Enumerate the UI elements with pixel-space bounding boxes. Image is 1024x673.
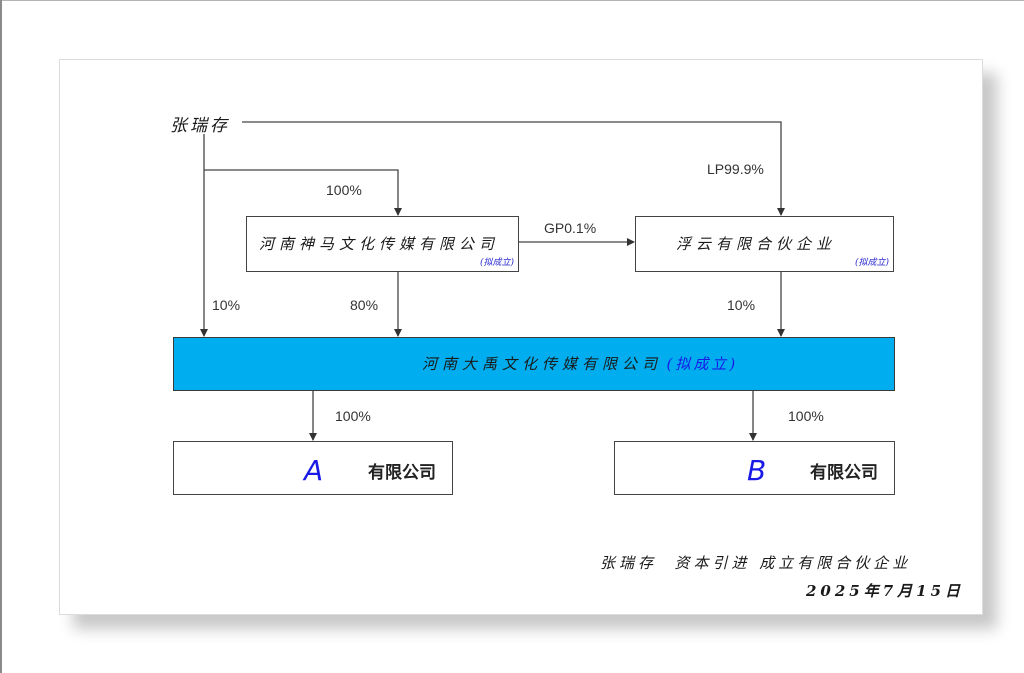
frame-edge [0,0,2,673]
connector-person-to-fuyun [242,121,785,216]
frame-edge [0,0,1024,1]
entity-name: 河南神马文化传媒有限公司 [259,235,500,253]
edge-label-to-fuyun: LP99.9% [707,161,764,177]
edge-label-fuyun-to-dayu: 10% [727,297,756,313]
entity-sub-a[interactable]: A 有限公司 [173,441,453,495]
edge-label-to-shenma: 100% [326,182,362,198]
entity-dayu[interactable]: 河南大禹文化传媒有限公司 (拟成立) [173,337,895,391]
edge-label-shenma-to-dayu: 80% [350,297,379,313]
entity-note: (拟成立) [479,258,514,268]
entity-letter: B [747,454,767,487]
entity-suffix: 有限公司 [368,463,436,482]
entity-note: (拟成立) [854,258,889,268]
edge-label-dayu-to-b: 100% [788,408,824,424]
entity-note: (拟成立) [666,355,739,373]
entity-name: 浮云有限合伙企业 [676,235,837,253]
entity-dayu-label: 河南大禹文化传媒有限公司 (拟成立) [422,353,738,374]
entity-sub-b[interactable]: B 有限公司 [614,441,895,495]
edge-label-shenma-to-fuyun: GP0.1% [544,220,597,236]
entity-suffix: 有限公司 [810,463,878,482]
connector-person-to-shenma [204,169,402,216]
footer-signature: 张瑞存 资本引进 成立有限合伙企业 [600,554,912,572]
footer-date: 2025年7月15日 [806,582,965,600]
entity-shenma[interactable]: 河南神马文化传媒有限公司 (拟成立) [246,216,519,272]
edge-label-person-to-dayu: 10% [212,297,241,313]
entity-fuyun[interactable]: 浮云有限合伙企业 (拟成立) [635,216,894,272]
edge-label-dayu-to-a: 100% [335,408,371,424]
entity-letter: A [304,454,324,487]
entity-name: 河南大禹文化传媒有限公司 [422,355,663,373]
shareholder-name: 张瑞存 [170,116,230,136]
